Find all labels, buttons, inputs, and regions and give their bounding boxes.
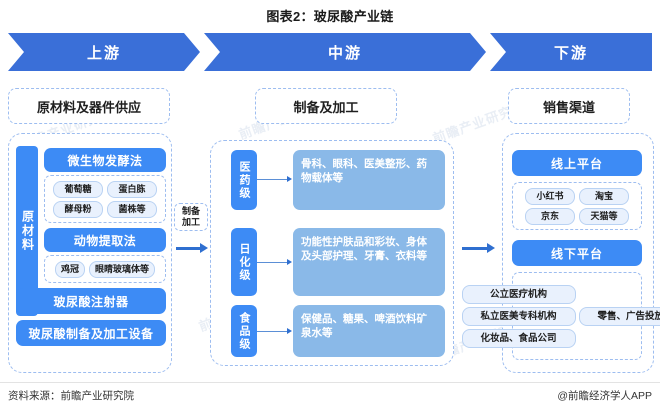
list-item: 京东 [525,207,575,225]
connector-label-line2: 加工 [181,217,200,227]
midstream-grade-medical: 医药级 [231,150,257,210]
list-item: 天猫等 [579,207,629,225]
midstream-desc-medical: 骨科、眼科、医美整形、药物载体等 [293,150,445,210]
upstream-equipment-injector: 玻尿酸注射器 [16,288,166,314]
list-item: 私立医美专科机构 [461,306,576,326]
list-item: 酵母粉 [53,200,103,218]
midstream-desc-food: 保健品、糖果、啤酒饮料矿泉水等 [293,305,445,357]
connector-label-line1: 制备 [181,206,200,216]
upstream-equipment-processing: 玻尿酸制备及加工设备 [16,320,166,346]
header-upstream: 原材料及器件供应 [8,88,170,124]
list-item: 菌株等 [107,200,157,218]
source-text: 资料来源：前瞻产业研究院 [8,390,134,402]
list-item: 零售、广告投放等 [578,306,660,326]
app-credit: @前瞻经济学人APP [557,390,652,402]
header-midstream: 制备及加工 [255,88,397,124]
downstream-offline-title: 线下平台 [512,240,642,266]
list-item: 淘宝 [579,187,629,205]
list-item: 蛋白胨 [107,180,157,198]
list-item: 化妆品、食品公司 [461,328,576,348]
footer-divider [0,382,660,383]
downstream-online-title: 线上平台 [512,150,642,176]
connector-label-prepare: 制备 加工 [174,203,208,239]
upstream-fermentation-items: 葡萄糖 蛋白胨 酵母粉 菌株等 [44,175,166,223]
upstream-fermentation-title: 微生物发酵法 [44,148,166,172]
header-downstream: 销售渠道 [508,88,630,124]
list-item: 眼睛玻璃体等 [89,260,156,278]
downstream-offline-items: 公立医疗机构 私立医美专科机构 化妆品、食品公司 零售、广告投放等 [461,272,660,360]
list-item: 小红书 [525,187,575,205]
midstream-desc-cosmetic: 功能性护肤品和彩妆、身体及头部护理、牙膏、衣料等 [293,228,445,296]
arrow-upstream-to-midstream [176,243,208,254]
midstream-grade-food: 食品级 [231,305,257,357]
midstream-grade-cosmetic: 日化级 [231,228,257,296]
downstream-online-items: 小红书 淘宝 京东 天猫等 [512,182,642,230]
arrow-midstream-to-downstream [462,243,496,254]
list-item: 葡萄糖 [53,180,103,198]
list-item: 公立医疗机构 [461,284,576,304]
upstream-animal-title: 动物提取法 [44,228,166,252]
upstream-animal-items: 鸡冠 眼睛玻璃体等 [44,255,166,283]
page-title: 图表2：玻尿酸产业链 [266,9,394,24]
list-item: 鸡冠 [54,260,85,278]
stage-band: 上游 中游 下游 [8,33,652,71]
stage-midstream: 中游 [204,33,486,71]
upstream-raw-material-label: 原材料 [16,146,38,316]
stage-downstream: 下游 [490,33,652,71]
stage-upstream: 上游 [8,33,200,71]
